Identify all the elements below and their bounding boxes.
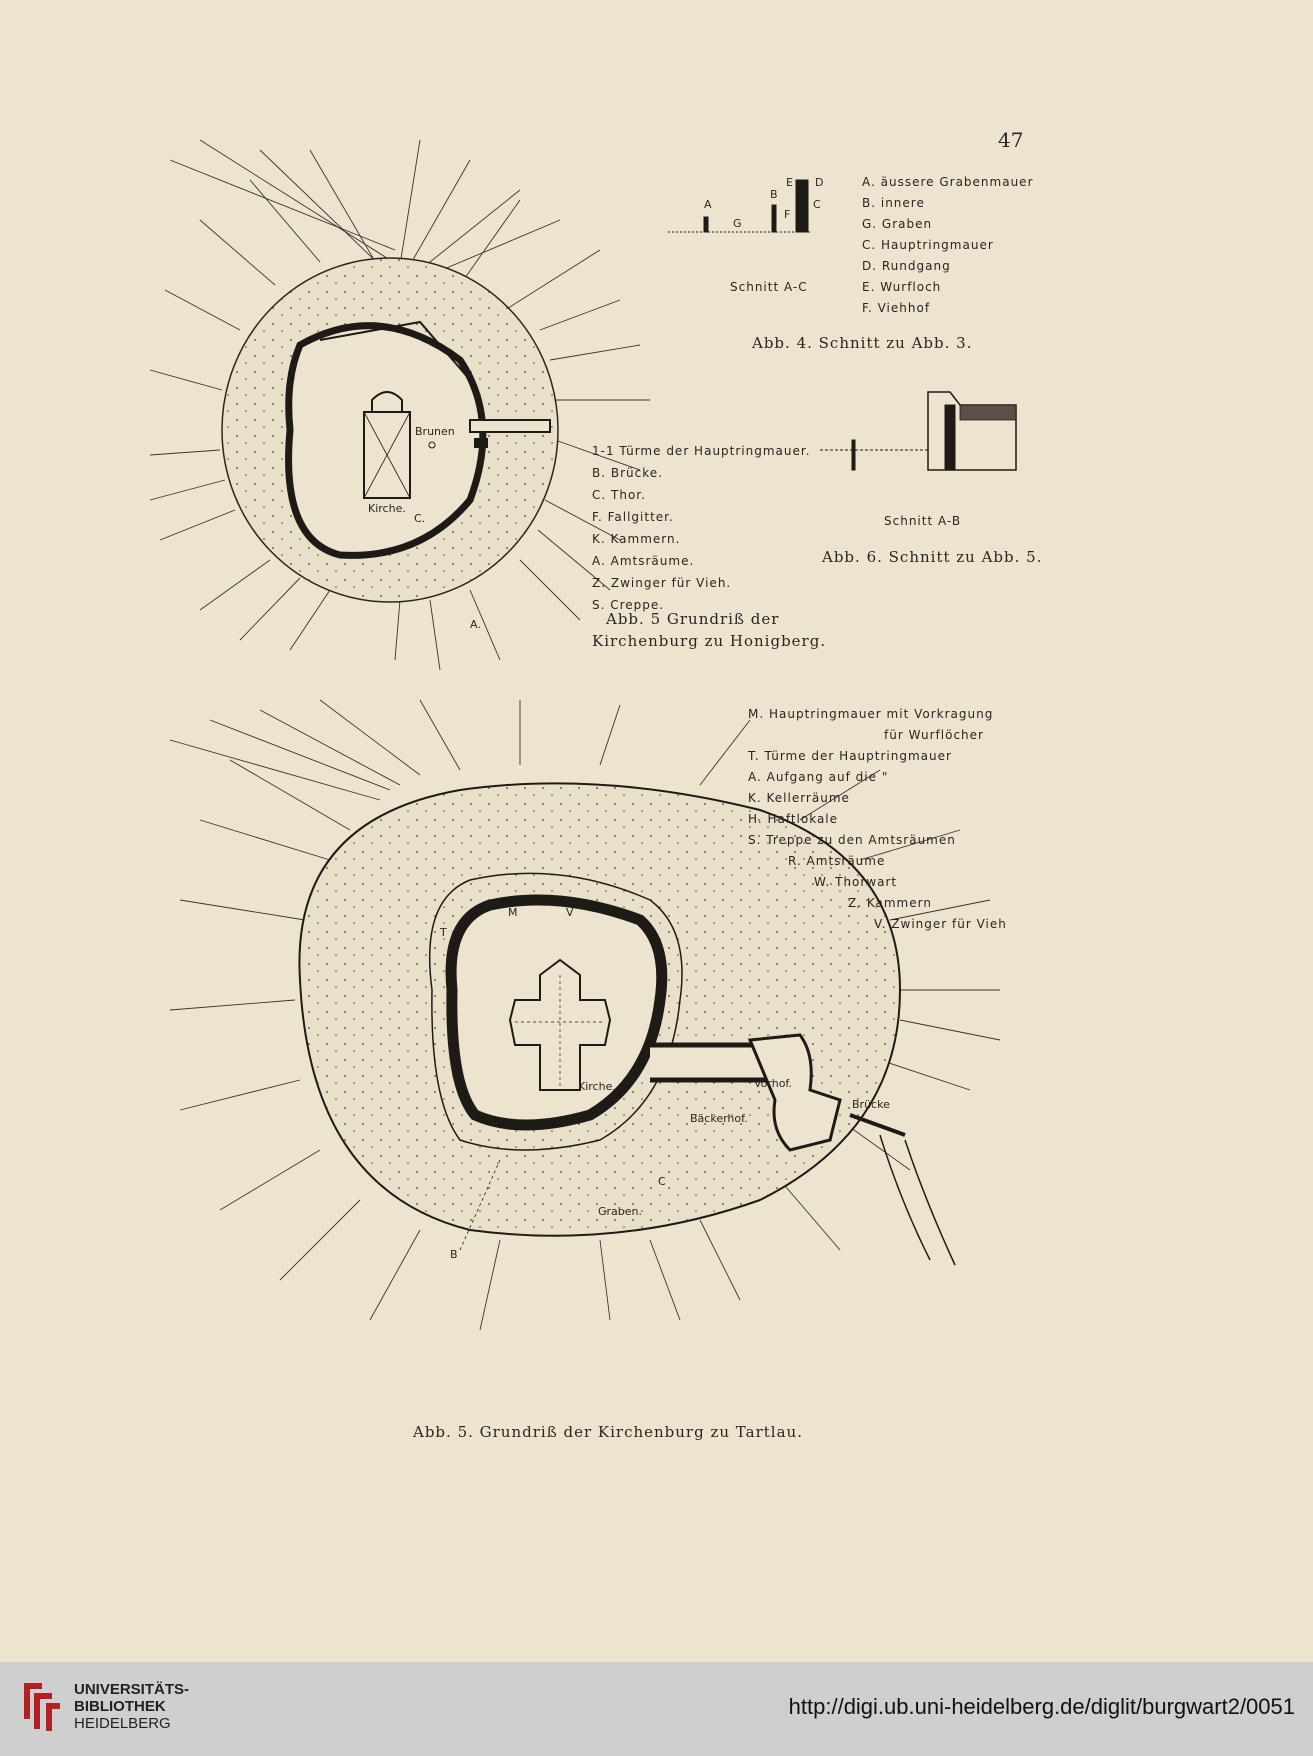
library-name: UNIVERSITÄTS- BIBLIOTHEK HEIDELBERG <box>74 1681 190 1732</box>
svg-text:C: C <box>813 198 821 211</box>
tartlau-bridge-label: Brücke <box>852 1098 890 1111</box>
caption-abb5-top-line2: Kirchenburg zu Honigberg. <box>592 632 827 650</box>
page-number: 47 <box>998 128 1024 152</box>
section-ac-title: Schnitt A-C <box>730 280 808 294</box>
honigberg-church <box>363 391 411 499</box>
caption-abb4: Abb. 4. Schnitt zu Abb. 3. <box>752 334 973 352</box>
library-logo-icon <box>24 1683 60 1731</box>
tartlau-bakery-label: Bäckerhof. <box>690 1112 748 1125</box>
tartlau-c-label: C <box>658 1175 666 1188</box>
honigberg-legend: 1-1 Türme der Hauptringmauer. B. Brücke.… <box>592 444 811 612</box>
honigberg-gate-label: C. <box>414 512 425 525</box>
tartlau-v-label: V <box>566 906 574 919</box>
footer-bar <box>0 1662 1313 1756</box>
plans-drawing: Kirche. Brunen C. A. A G B E D F C <box>149 139 1017 1331</box>
tartlau-plan: Kirche. Vorhof. Bäckerhof. Brücke Graben… <box>169 699 1001 1331</box>
honigberg-ring-wall <box>285 322 487 559</box>
svg-text:D: D <box>815 176 823 189</box>
tartlau-outer-wall <box>428 872 683 1151</box>
svg-text:E: E <box>786 176 793 189</box>
honigberg-hatching <box>149 139 650 671</box>
caption-abb6: Abb. 6. Schnitt zu Abb. 5. <box>822 548 1043 566</box>
section-ab-diagram <box>820 391 1017 471</box>
tartlau-m-label: M <box>508 906 518 919</box>
source-url-link[interactable]: http://digi.ub.uni-heidelberg.de/diglit/… <box>788 1694 1295 1719</box>
svg-text:B: B <box>770 188 778 201</box>
tartlau-church <box>508 958 612 1091</box>
section-ac-diagram: A G B E D F C <box>668 176 823 233</box>
svg-text:G: G <box>733 217 742 230</box>
tartlau-church-label: Kirche. <box>578 1080 616 1093</box>
tartlau-hatching <box>169 699 1001 1331</box>
tartlau-moat-label: Graben. <box>598 1205 642 1218</box>
tartlau-forecourt-label: Vorhof. <box>754 1077 792 1090</box>
honigberg-plan: Kirche. Brunen C. A. <box>149 139 650 671</box>
honigberg-church-label: Kirche. <box>368 502 406 515</box>
caption-abb5-bottom: Abb. 5. Grundriß der Kirchenburg zu Tart… <box>413 1423 803 1441</box>
svg-text:A: A <box>704 198 712 211</box>
honigberg-well-label: Brunen <box>415 425 455 438</box>
caption-abb5-top-line1: Abb. 5 Grundriß der <box>606 610 780 628</box>
section-ab-title: Schnitt A-B <box>884 514 962 528</box>
tartlau-legend: M. Hauptringmauer mit Vorkragung für Wur… <box>748 707 1007 931</box>
tartlau-b-label: B <box>450 1248 458 1261</box>
tartlau-t-label: T <box>439 926 447 939</box>
svg-text:F: F <box>784 208 790 221</box>
section-legend: A. äussere Grabenmauer B. innere G. Grab… <box>862 175 1034 315</box>
honigberg-bridge <box>469 419 551 433</box>
honigberg-a-label: A. <box>470 618 481 631</box>
